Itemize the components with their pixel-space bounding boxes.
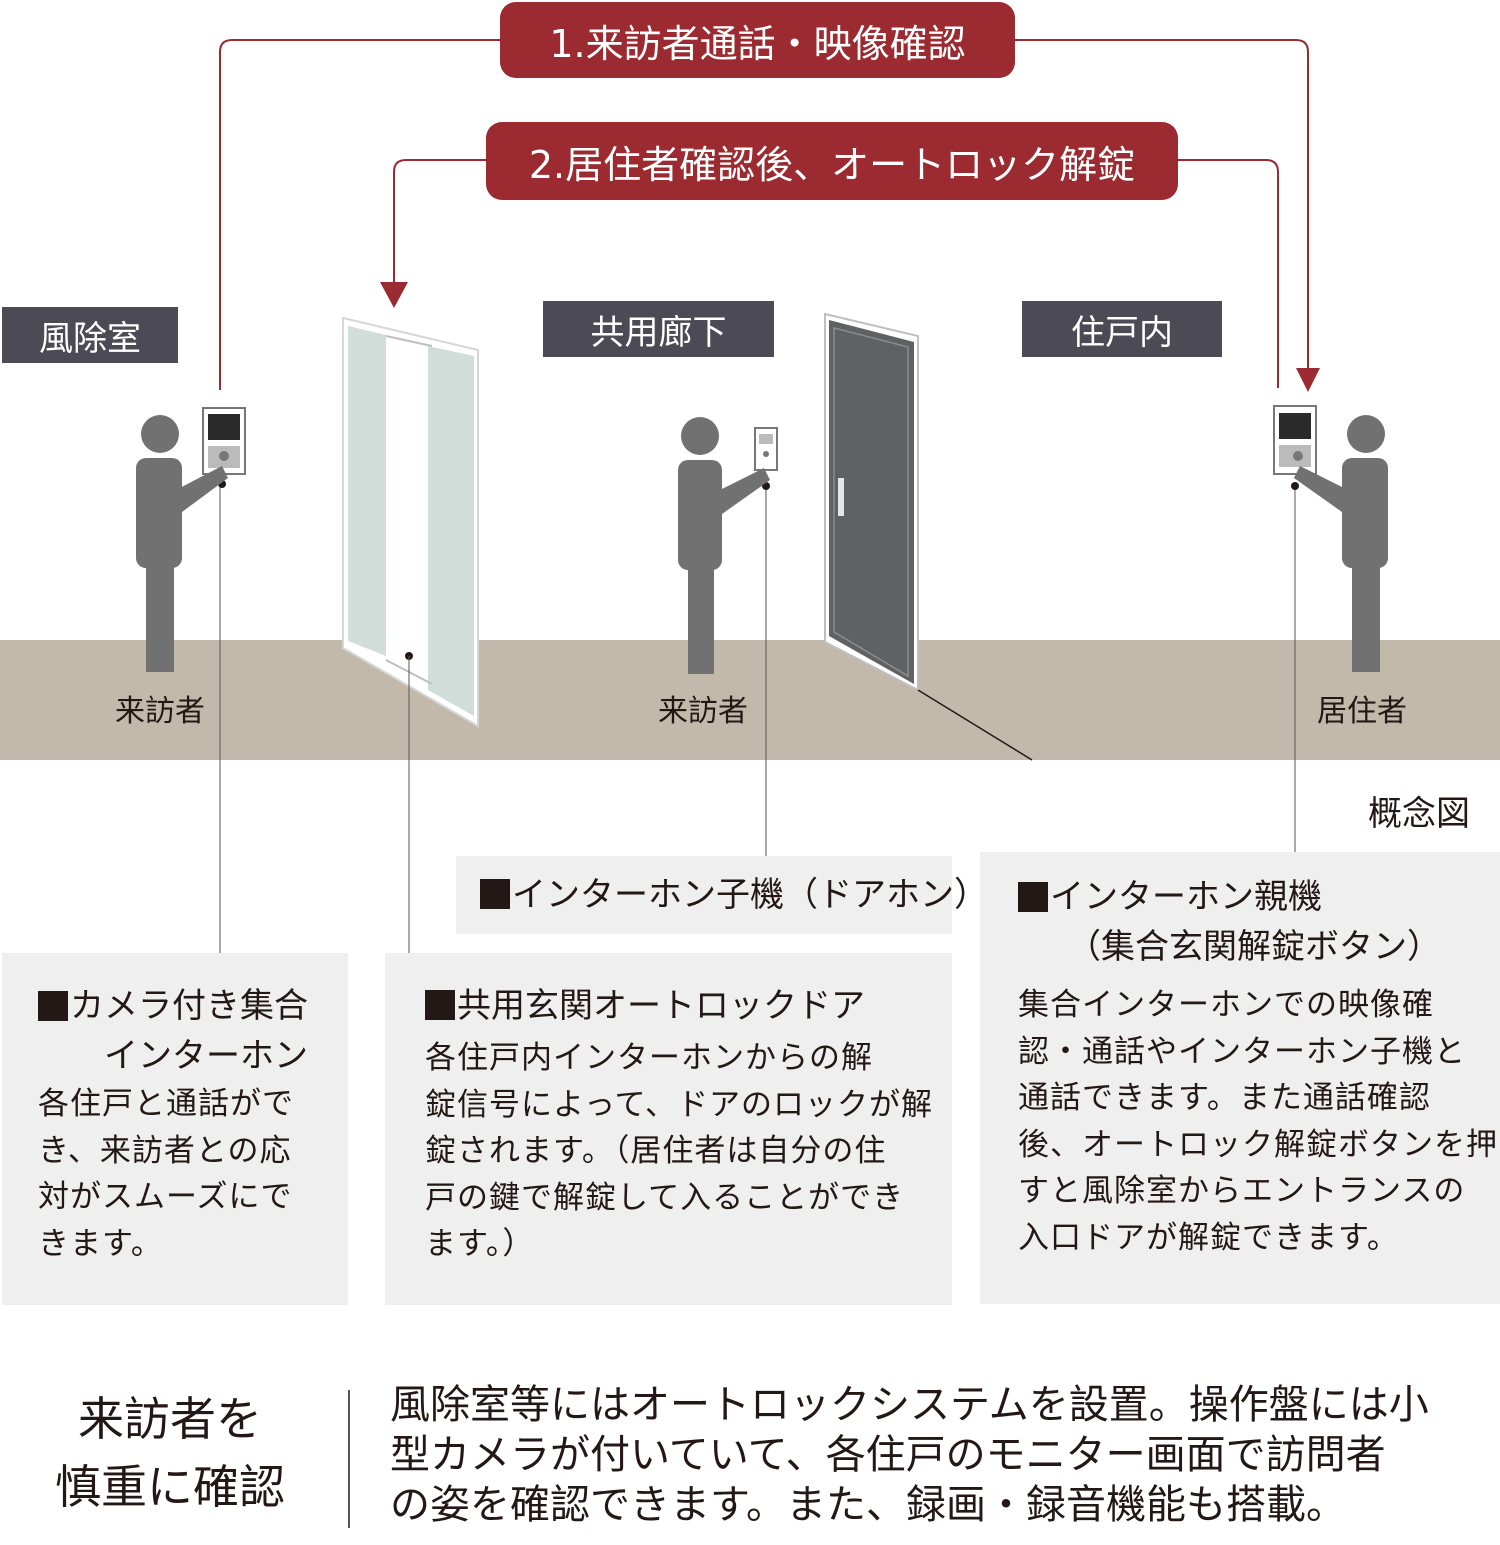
feature-title: 共用玄関オートロックドア [457,986,865,1026]
arrow-down-icon [1296,368,1320,392]
feature-title: インターホン子機（ドアホン） [512,875,988,915]
visitor-figure-icon [678,417,770,674]
door-phone-icon [754,427,778,471]
resident-figure-icon [1294,415,1388,672]
flow-line-2 [393,159,1279,388]
step-2-label: 2.居住者確認後、オートロック解錠 [486,122,1178,200]
feature-description: 各住戸内インターホンからの解 錠信号によって、ドアのロックが解 錠されます。（居… [425,1040,933,1262]
feature-auto-lock-door: 共用玄関オートロックドア 各住戸内インターホンからの解 錠信号によって、ドアのロ… [385,953,952,1305]
person-label-visitor: 来訪者 [658,694,748,729]
feature-description: 集合インターホンでの映像確 認・通話やインターホン子機と 通話できます。また通話… [1018,987,1498,1256]
feature-title: カメラ付き集合 インターホン [70,986,308,1076]
arrow-down-icon [380,282,408,308]
feature-camera-intercom: カメラ付き集合 インターホン 各住戸と通話がで き、来訪者との応 対がスムーズに… [2,953,348,1305]
concept-diagram-note: 概念図 [1368,794,1470,834]
leader-line [917,689,1033,761]
section-heading: 来訪者を 慎重に確認 [55,1392,285,1514]
person-label-resident: 居住者 [1317,694,1407,729]
divider [348,1390,350,1528]
feature-door-phone: インターホン子機（ドアホン） [456,856,988,934]
glass-door [342,316,479,728]
floor [0,640,1500,760]
camera-intercom-icon [202,407,246,475]
master-intercom-icon [1273,405,1317,475]
section-description: 風除室等にはオートロックシステムを設置。操作盤には小 型カメラが付いていて、各住… [390,1382,1429,1528]
zone-label-corridor: 共用廊下 [543,301,774,357]
zone-label-unit: 住戸内 [1022,301,1222,357]
flow-line-1 [219,39,1309,390]
step-1-label: 1.来訪者通話・映像確認 [500,2,1015,78]
zone-label-vestibule: 風除室 [2,307,178,363]
bullet-square-icon [480,879,510,909]
feature-description: 各住戸と通話がで き、来訪者との応 対がスムーズにで きます。 [38,1086,294,1262]
bullet-square-icon [1018,882,1048,912]
bullet-square-icon [425,990,455,1020]
person-label-visitor: 来訪者 [115,694,205,729]
bullet-square-icon [38,991,68,1021]
front-door [824,312,919,692]
feature-title: インターホン親機 （集合玄関解錠ボタン） [1050,877,1441,967]
feature-master-intercom: インターホン親機 （集合玄関解錠ボタン） 集合インターホンでの映像確 認・通話や… [980,852,1500,1304]
visitor-figure-icon [136,415,228,672]
